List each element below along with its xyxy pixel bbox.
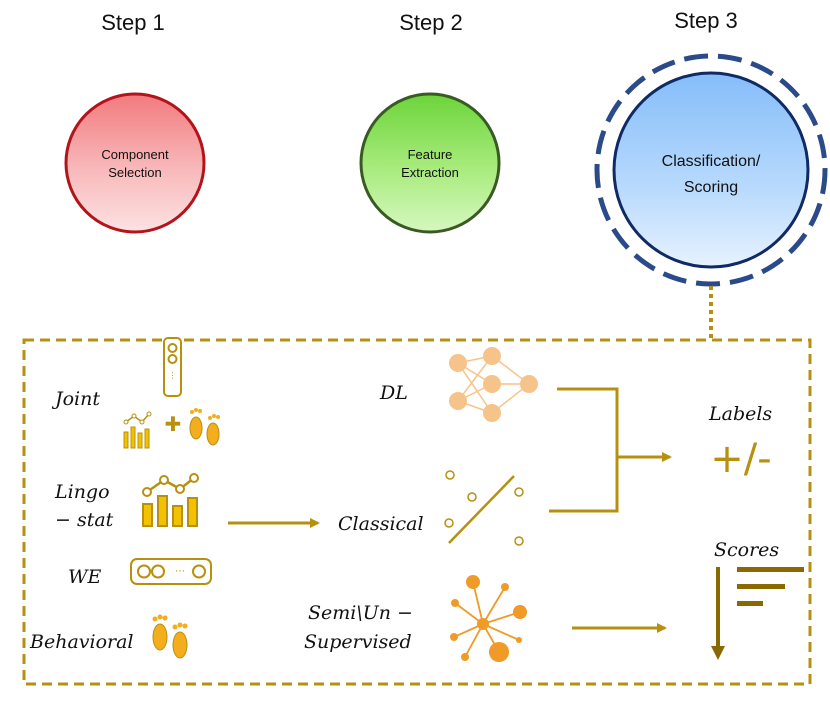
plus-minus-symbol: +/-	[710, 436, 771, 482]
method-semi-line2: Supervised	[304, 631, 412, 653]
graph-network-icon	[450, 575, 527, 662]
footprints-icon	[189, 408, 220, 446]
feature-behavioral-label: Behavioral	[29, 631, 134, 653]
horizontal-embedding-icon: ⋯	[130, 558, 212, 585]
small-stats-chart-icon	[123, 411, 152, 449]
behavioral-footprints-icon	[152, 614, 188, 659]
feature-joint-label: Joint	[51, 388, 100, 410]
dots-glyph: ⋯	[175, 566, 185, 577]
feature-extraction-line2: Extraction	[401, 165, 459, 180]
classifier-scatter-icon	[444, 470, 524, 546]
method-classical-label: Classical	[338, 513, 424, 535]
step-1-label: Step 1	[101, 10, 165, 35]
highlight-dashed-ring	[594, 53, 828, 287]
feature-we-label: WE	[68, 566, 102, 588]
method-semi-line1: Semi\Un −	[308, 602, 413, 624]
detail-container	[22, 338, 812, 686]
feature-extraction-node: Feature Extraction	[359, 92, 501, 234]
methods-to-labels-bracket	[549, 387, 672, 513]
classification-scoring-node: Classification/ Scoring	[594, 53, 828, 287]
step-2-label: Step 2	[399, 10, 463, 35]
vertical-embedding-icon: ⋮	[163, 337, 182, 397]
feature-lingo-line1: Lingo	[54, 481, 110, 503]
method-dl-label: DL	[379, 382, 408, 404]
classification-scoring-line1: Classification/	[662, 153, 761, 170]
feature-extraction-line1: Feature	[408, 147, 453, 162]
component-selection-line2: Selection	[108, 165, 161, 180]
sort-descending-icon	[711, 567, 804, 660]
vdots-glyph: ⋮	[169, 371, 177, 380]
stats-chart-icon	[142, 473, 199, 527]
output-labels-label: Labels	[708, 403, 772, 425]
neural-network-icon	[449, 347, 538, 422]
feature-lingo-line2: − stat	[55, 509, 114, 531]
plus-icon: ✚	[165, 412, 182, 436]
output-scores-label: Scores	[714, 539, 779, 561]
step-3-label: Step 3	[674, 8, 738, 33]
component-selection-line1: Component	[101, 147, 169, 162]
component-selection-node: Component Selection	[64, 92, 206, 234]
classification-scoring-line2: Scoring	[684, 179, 738, 196]
